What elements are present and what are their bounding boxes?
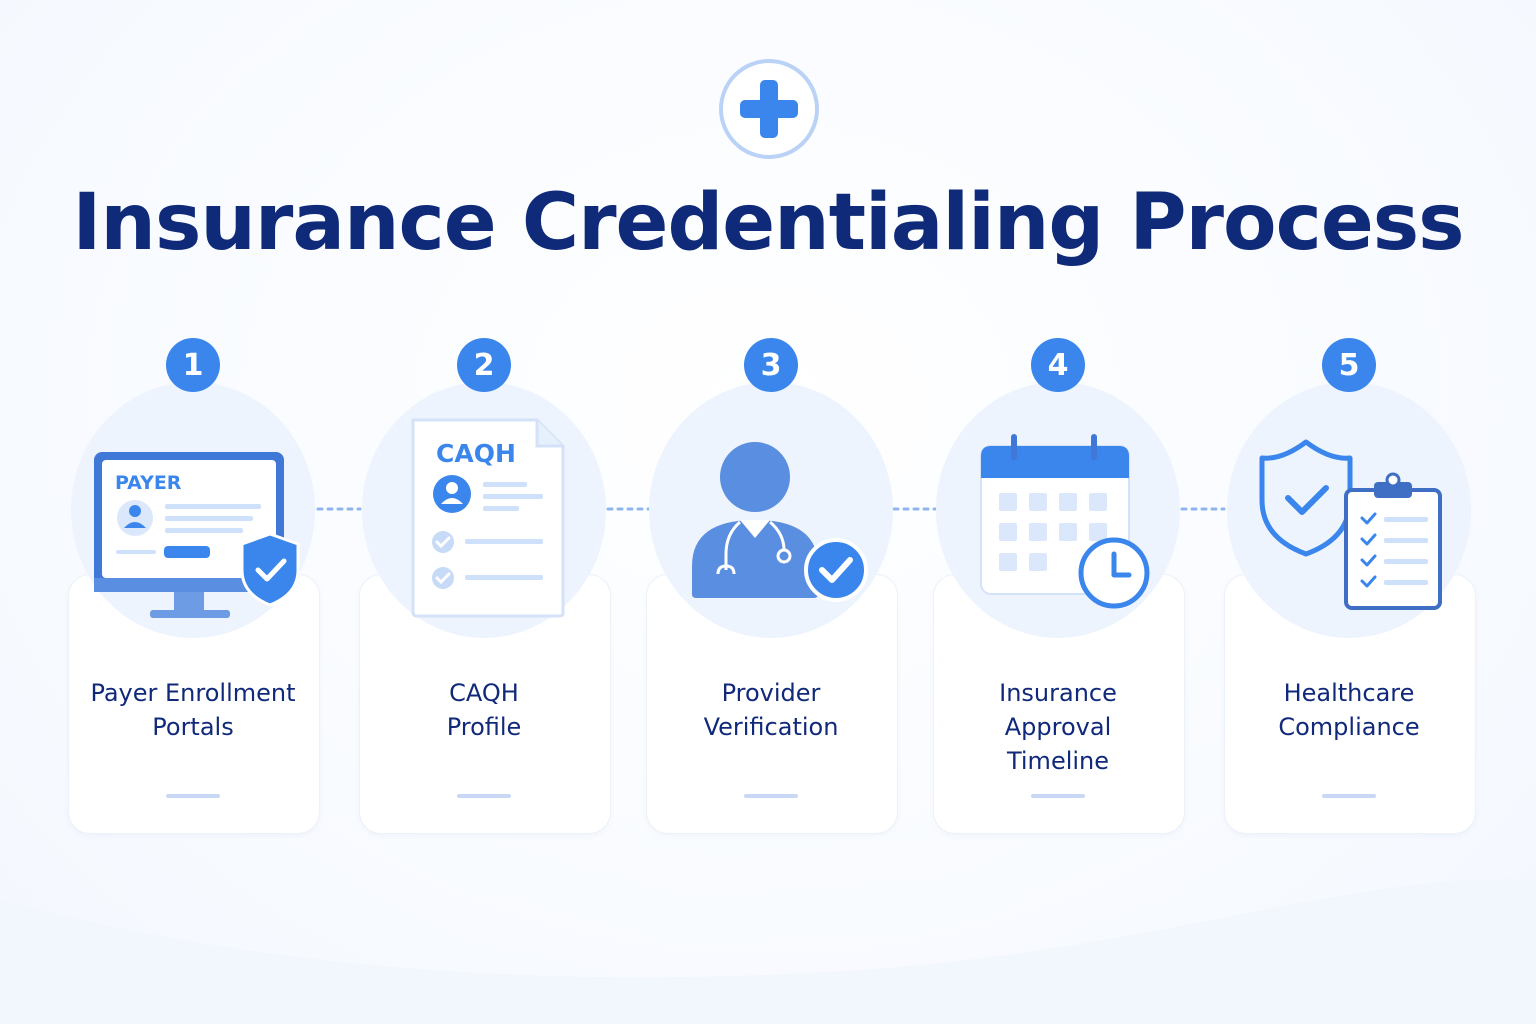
step-label: Insurance Approval Timeline <box>999 679 1117 775</box>
step-number-badge: 2 <box>457 338 511 392</box>
card-dash <box>457 794 511 798</box>
step-healthcare-compliance: 5 Healthcare Compliance <box>1224 338 1476 838</box>
shield-clipboard-icon <box>1259 439 1442 610</box>
card-dash <box>744 794 798 798</box>
medical-cross-icon <box>719 59 819 159</box>
page-title: Insurance Credentialing Process <box>72 178 1464 268</box>
step-label: Healthcare Compliance <box>1278 679 1420 741</box>
screen-text: PAYER <box>115 472 182 494</box>
step-connector <box>316 507 362 511</box>
document-text: CAQH <box>436 439 516 468</box>
card-dash <box>1322 794 1376 798</box>
step-number-badge: 5 <box>1322 338 1376 392</box>
step-label: Payer Enrollment Portals <box>90 679 296 741</box>
step-number-badge: 1 <box>166 338 220 392</box>
step-number-badge: 3 <box>744 338 798 392</box>
step-number-badge: 4 <box>1031 338 1085 392</box>
card-dash <box>166 794 220 798</box>
step-connector <box>1180 507 1226 511</box>
step-caqh-profile: 2 CAQH CAQH Profile <box>359 338 611 838</box>
step-payer-enrollment: 1 PAYER Payer Enrollment Portals <box>68 338 320 838</box>
step-label: Provider Verification <box>703 679 839 741</box>
card-dash <box>1031 794 1085 798</box>
monitor-shield-icon: PAYER <box>94 452 300 618</box>
doctor-check-icon <box>692 442 868 602</box>
document-profile-icon: CAQH <box>411 418 565 618</box>
background-wave <box>0 879 1536 1024</box>
step-provider-verification: 3 Provider Verification <box>646 338 898 838</box>
step-label: CAQH Profile <box>446 679 522 741</box>
step-insurance-approval-timeline: 4 Insurance Approval Timeline <box>933 338 1185 838</box>
calendar-clock-icon <box>980 434 1150 609</box>
step-connector <box>606 507 652 511</box>
step-connector <box>892 507 938 511</box>
